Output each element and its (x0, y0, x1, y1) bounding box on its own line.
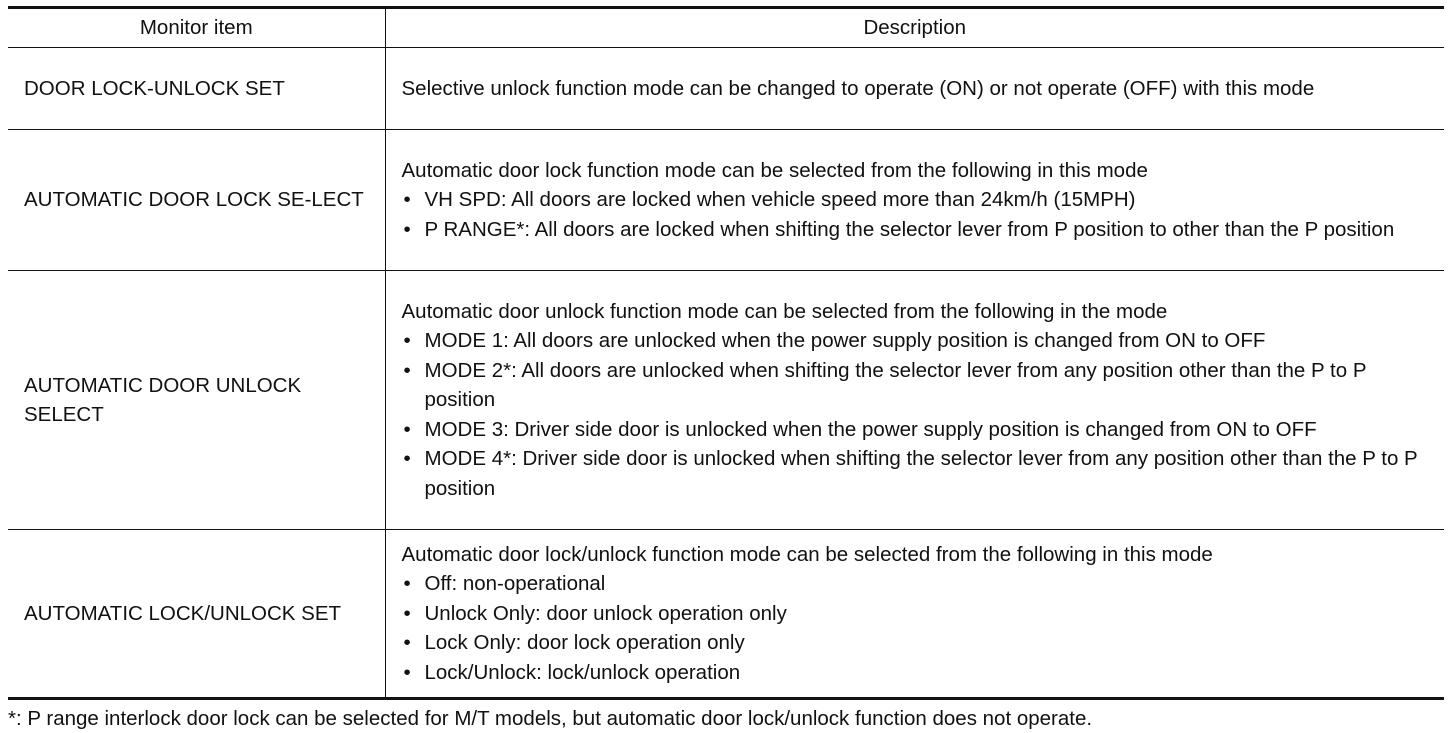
monitor-item-cell: AUTOMATIC DOOR UNLOCK SELECT (8, 270, 386, 530)
list-item: Off: non-operational (402, 569, 1435, 599)
monitor-item-cell: AUTOMATIC DOOR LOCK SE-LECT (8, 129, 386, 271)
table-row: AUTOMATIC DOOR LOCK SE-LECT Automatic do… (8, 129, 1444, 271)
footnote: *: P range interlock door lock can be se… (8, 707, 1093, 730)
description-text: Selective unlock function mode can be ch… (401, 76, 1315, 100)
description-text: Automatic door unlock function mode can … (401, 299, 1168, 323)
option-list: MODE 1: All doors are unlocked when the … (402, 326, 1435, 503)
monitor-item-table: Monitor item Description DOOR LOCK-UNLOC… (8, 6, 1444, 700)
column-header-description: Description (385, 7, 1444, 48)
description-text: Automatic door lock function mode can be… (401, 158, 1148, 182)
table-row: AUTOMATIC LOCK/UNLOCK SET Automatic door… (8, 529, 1444, 699)
description-cell: Selective unlock function mode can be ch… (385, 47, 1444, 130)
table-row: AUTOMATIC DOOR UNLOCK SELECT Automatic d… (8, 270, 1444, 530)
list-item: Lock/Unlock: lock/unlock operation (402, 658, 1435, 688)
list-item: Unlock Only: door unlock operation only (402, 599, 1435, 629)
monitor-item-cell: AUTOMATIC LOCK/UNLOCK SET (8, 529, 386, 699)
list-item: MODE 1: All doors are unlocked when the … (402, 326, 1435, 356)
description-cell: Automatic door unlock function mode can … (385, 270, 1444, 530)
list-item: VH SPD: All doors are locked when vehicl… (402, 185, 1435, 215)
description-cell: Automatic door lock/unlock function mode… (385, 530, 1444, 699)
option-list: Off: non-operational Unlock Only: door u… (402, 569, 1435, 687)
list-item: MODE 3: Driver side door is unlocked whe… (402, 415, 1435, 445)
option-list: VH SPD: All doors are locked when vehicl… (402, 185, 1435, 244)
monitor-item-cell: DOOR LOCK-UNLOCK SET (8, 47, 386, 130)
list-item: Lock Only: door lock operation only (402, 628, 1435, 658)
description-text: Automatic door lock/unlock function mode… (401, 542, 1213, 566)
column-header-monitor-item: Monitor item (8, 7, 386, 48)
description-cell: Automatic door lock function mode can be… (385, 129, 1444, 271)
list-item: MODE 2*: All doors are unlocked when shi… (402, 356, 1435, 415)
table-header-row: Monitor item Description (8, 7, 1444, 48)
list-item: P RANGE*: All doors are locked when shif… (402, 215, 1435, 245)
document: Monitor item Description DOOR LOCK-UNLOC… (8, 6, 1444, 733)
list-item: MODE 4*: Driver side door is unlocked wh… (402, 444, 1435, 503)
table-row: DOOR LOCK-UNLOCK SET Selective unlock fu… (8, 47, 1444, 130)
